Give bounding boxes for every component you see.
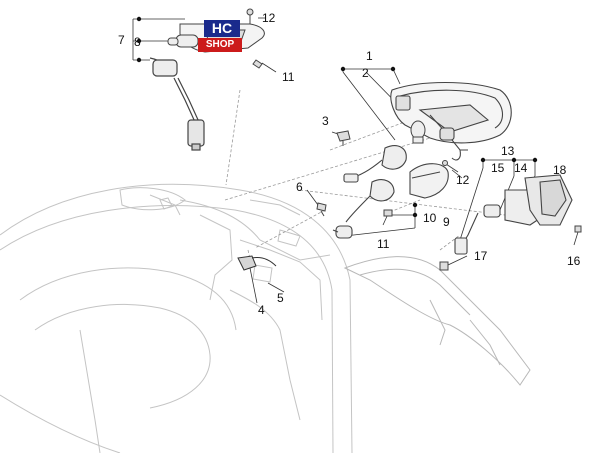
callout-4: 4 — [258, 303, 265, 317]
callout-10: 10 — [423, 211, 437, 225]
indicator-lens — [409, 163, 449, 199]
callout-15: 15 — [491, 161, 505, 175]
callout-6: 6 — [296, 180, 303, 194]
tail-lamp-housing — [390, 82, 512, 161]
washer-part-11 — [383, 209, 393, 217]
callout-11-top: 11 — [282, 70, 295, 84]
callout-16: 16 — [567, 254, 581, 268]
bulb-socket-with-wire — [343, 145, 407, 183]
callout-18: 18 — [553, 163, 567, 177]
mudguard-ghost — [343, 256, 531, 386]
hc-shop-logo: HC SHOP — [186, 20, 244, 54]
plate-light-assembly — [454, 174, 573, 255]
screw-part-16 — [574, 225, 582, 233]
screws-top — [246, 8, 263, 69]
body-ghost-outline — [0, 183, 353, 453]
logo-line2: SHOP — [198, 38, 242, 52]
bracket-dots — [136, 16, 538, 218]
callout-12-top: 12 — [262, 11, 276, 25]
callout-14: 14 — [514, 161, 528, 175]
callout-5: 5 — [277, 291, 284, 305]
callout-13: 13 — [501, 144, 515, 158]
callout-9: 9 — [443, 215, 450, 229]
callout-1: 1 — [366, 49, 373, 63]
bulb-holder-part — [167, 34, 199, 48]
callout-7: 7 — [118, 33, 125, 47]
tail-bulb — [410, 120, 426, 144]
callout-17: 17 — [474, 249, 488, 263]
callout-12-mid: 12 — [456, 173, 470, 187]
callout-8: 8 — [134, 35, 141, 49]
callout-3: 3 — [322, 114, 329, 128]
screw-part-6 — [316, 202, 327, 217]
callout-11-mid: 11 — [377, 237, 390, 251]
screw-part-12 — [442, 160, 459, 173]
clip-part-17 — [439, 261, 449, 271]
wire-harness-left — [149, 57, 205, 151]
connector-part-4 — [237, 255, 277, 271]
socket-part-10 — [332, 179, 395, 239]
callout-2: 2 — [362, 66, 369, 80]
logo-line1: HC — [204, 20, 240, 37]
clip-part — [336, 130, 351, 146]
